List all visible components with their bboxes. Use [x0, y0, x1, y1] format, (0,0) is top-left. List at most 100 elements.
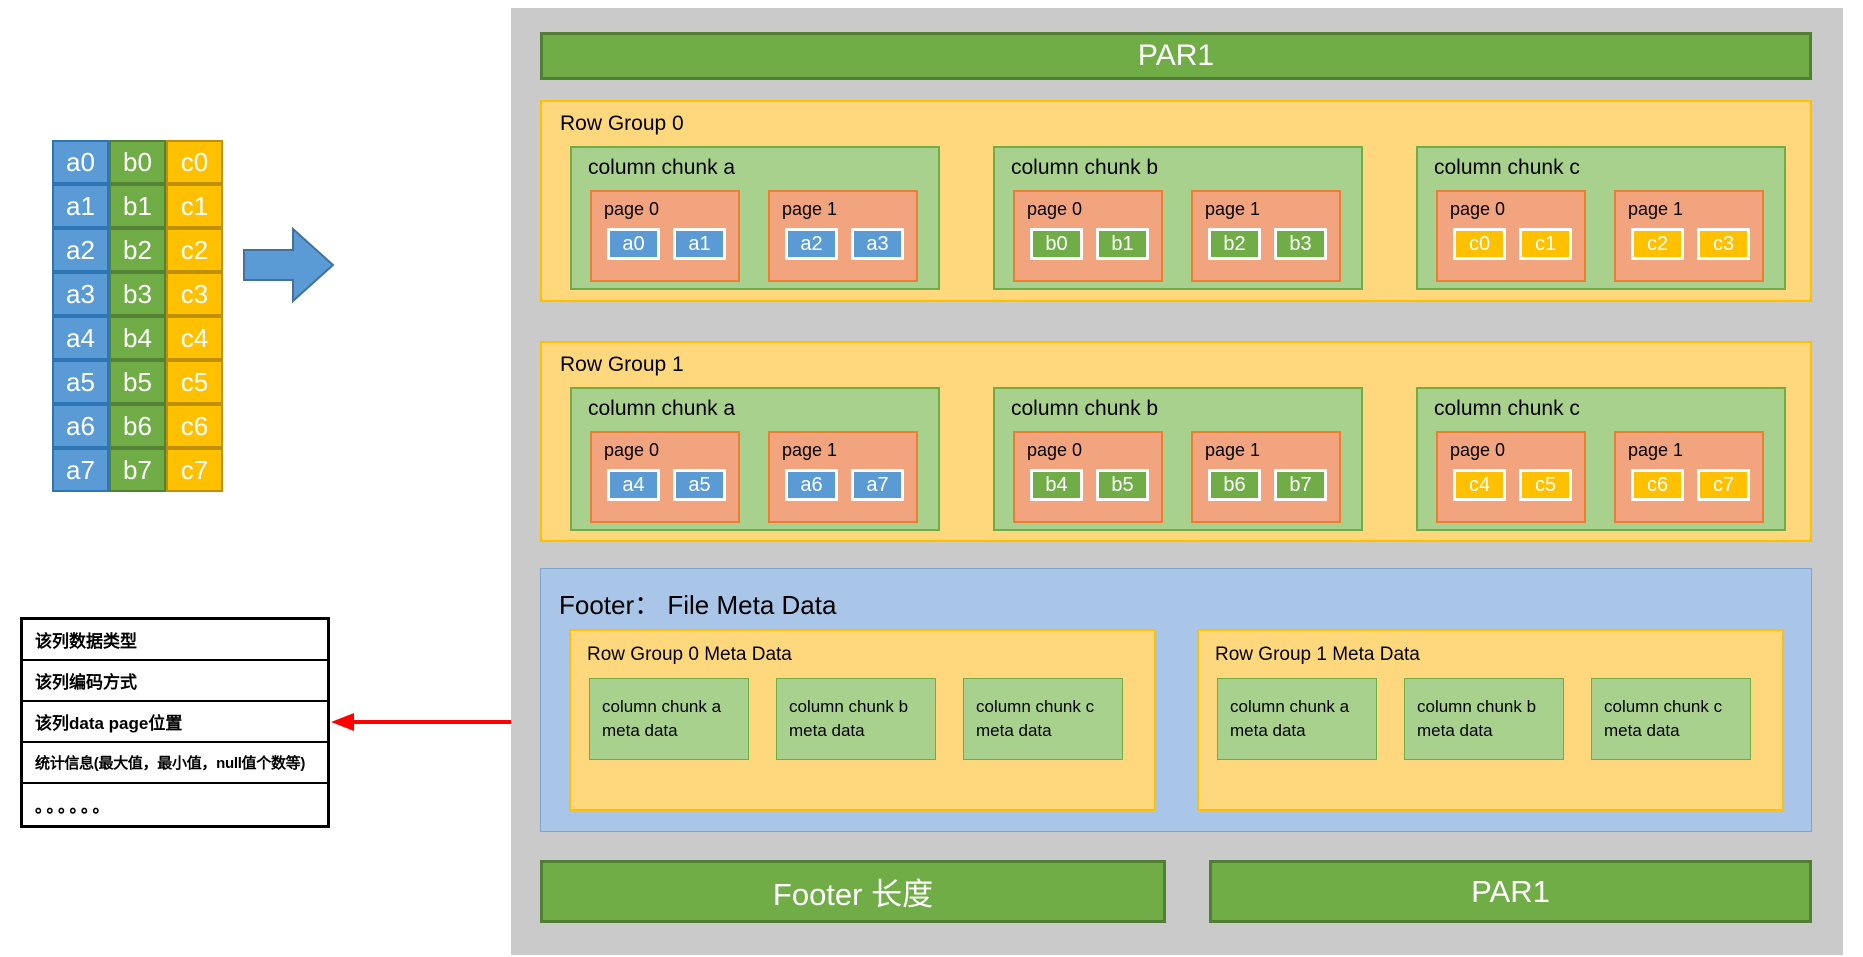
data-cell-a4: a4 [607, 469, 660, 501]
source-cell-a2: a2 [52, 228, 109, 272]
source-cell-c7: c7 [166, 448, 223, 492]
meta-group-1: Row Group 1 Meta Data column chunk a met… [1197, 629, 1784, 811]
column-chunk-meta-data: column chunk c meta data [1591, 678, 1751, 760]
meta-groups: Row Group 0 Meta Data column chunk a met… [569, 629, 1784, 811]
annotation-box: 该列数据类型该列编码方式该列data page位置统计信息(最大值，最小值，nu… [20, 617, 330, 828]
source-cell-b1: b1 [109, 184, 166, 228]
annotation-row-5: 。。。。。。 [35, 797, 113, 816]
data-cell-b2: b2 [1208, 228, 1261, 260]
data-cell-b4: b4 [1030, 469, 1083, 501]
magic-header-bar: PAR1 [540, 32, 1812, 80]
data-cell-a3: a3 [851, 228, 904, 260]
source-cell-b7: b7 [109, 448, 166, 492]
page-label: page 0 [1027, 440, 1083, 460]
page-label: page 0 [604, 440, 660, 460]
data-cell-c5: c5 [1519, 469, 1572, 501]
column-chunk-meta-data: column chunk b meta data [776, 678, 936, 760]
source-cell-a7: a7 [52, 448, 109, 492]
page-cells: a2 a3 [785, 228, 916, 260]
parquet-file-container: PAR1 Row Group 0 column chunk a page 0 a0 a… [511, 8, 1843, 955]
data-cell-b1: b1 [1096, 228, 1149, 260]
annotation-row-3: 该列data page位置 [23, 702, 327, 743]
row-group-0-label: Row Group 0 [560, 112, 684, 135]
meta-group-0: Row Group 0 Meta Data column chunk a met… [569, 629, 1156, 811]
source-cell-c3: c3 [166, 272, 223, 316]
source-cell-c1: c1 [166, 184, 223, 228]
column-chunk-meta-data: column chunk b meta data [1404, 678, 1564, 760]
data-cell-c0: c0 [1453, 228, 1506, 260]
column-chunk-meta-data: column chunk a meta data [589, 678, 749, 760]
source-cell-a3: a3 [52, 272, 109, 316]
page-box: page 0 b4 b5 [1013, 431, 1163, 523]
source-cell-a1: a1 [52, 184, 109, 228]
page-label: page 1 [782, 199, 838, 219]
data-cell-a5: a5 [673, 469, 726, 501]
column-chunk-meta-data: column chunk c meta data [963, 678, 1123, 760]
column-chunk-box: column chunk a page 0 a4 a5 page 1 a6 a7 [570, 387, 940, 531]
column-chunk-title: column chunk c [1434, 397, 1580, 420]
data-cell-c1: c1 [1519, 228, 1572, 260]
page-label: page 0 [1027, 199, 1083, 219]
column-chunk-box: column chunk b page 0 b0 b1 page 1 b2 b3 [993, 146, 1363, 290]
data-cell-a6: a6 [785, 469, 838, 501]
footer-label: Footer： File Meta Data [559, 590, 837, 620]
transform-arrow-icon [243, 226, 335, 304]
footer-length-bar: Footer 长度 [540, 860, 1166, 923]
column-chunk-box: column chunk a page 0 a0 a1 page 1 a2 a3 [570, 146, 940, 290]
pages: page 0 a4 a5 page 1 a6 a7 [590, 431, 918, 523]
page-label: page 1 [1205, 199, 1261, 219]
page-box: page 1 b2 b3 [1191, 190, 1341, 282]
page-label: page 1 [1628, 199, 1684, 219]
row-group-1-label: Row Group 1 [560, 353, 684, 376]
page-label: page 0 [1450, 440, 1506, 460]
page-label: page 1 [782, 440, 838, 460]
page-box: page 1 a2 a3 [768, 190, 918, 282]
source-cell-c0: c0 [166, 140, 223, 184]
source-cell-a4: a4 [52, 316, 109, 360]
column-chunk-title: column chunk a [588, 397, 736, 420]
data-cell-a7: a7 [851, 469, 904, 501]
page-box: page 0 a4 a5 [590, 431, 740, 523]
source-cell-a5: a5 [52, 360, 109, 404]
data-cell-b3: b3 [1274, 228, 1327, 260]
pages: page 0 a0 a1 page 1 a2 a3 [590, 190, 918, 282]
data-cell-a0: a0 [607, 228, 660, 260]
meta-group-0-label: Row Group 0 Meta Data [587, 644, 792, 665]
data-cell-b5: b5 [1096, 469, 1149, 501]
source-cell-c5: c5 [166, 360, 223, 404]
column-chunk-title: column chunk b [1011, 156, 1159, 179]
column-chunk-title: column chunk a [588, 156, 736, 179]
source-cell-c2: c2 [166, 228, 223, 272]
footer-box: Footer： File Meta Data Row Group 0 Meta … [540, 568, 1812, 832]
data-cell-a2: a2 [785, 228, 838, 260]
column-chunk-title: column chunk c [1434, 156, 1580, 179]
footer-length-label: Footer 长度 [772, 877, 934, 912]
data-cell-b7: b7 [1274, 469, 1327, 501]
data-cell-a1: a1 [673, 228, 726, 260]
page-cells: a6 a7 [785, 469, 916, 501]
data-cell-b0: b0 [1030, 228, 1083, 260]
annotation-row-1: 该列数据类型 [23, 620, 327, 661]
page-label: page 0 [604, 199, 660, 219]
magic-header-label: PAR1 [1137, 39, 1215, 72]
page-cells: c0 c1 [1453, 228, 1584, 260]
